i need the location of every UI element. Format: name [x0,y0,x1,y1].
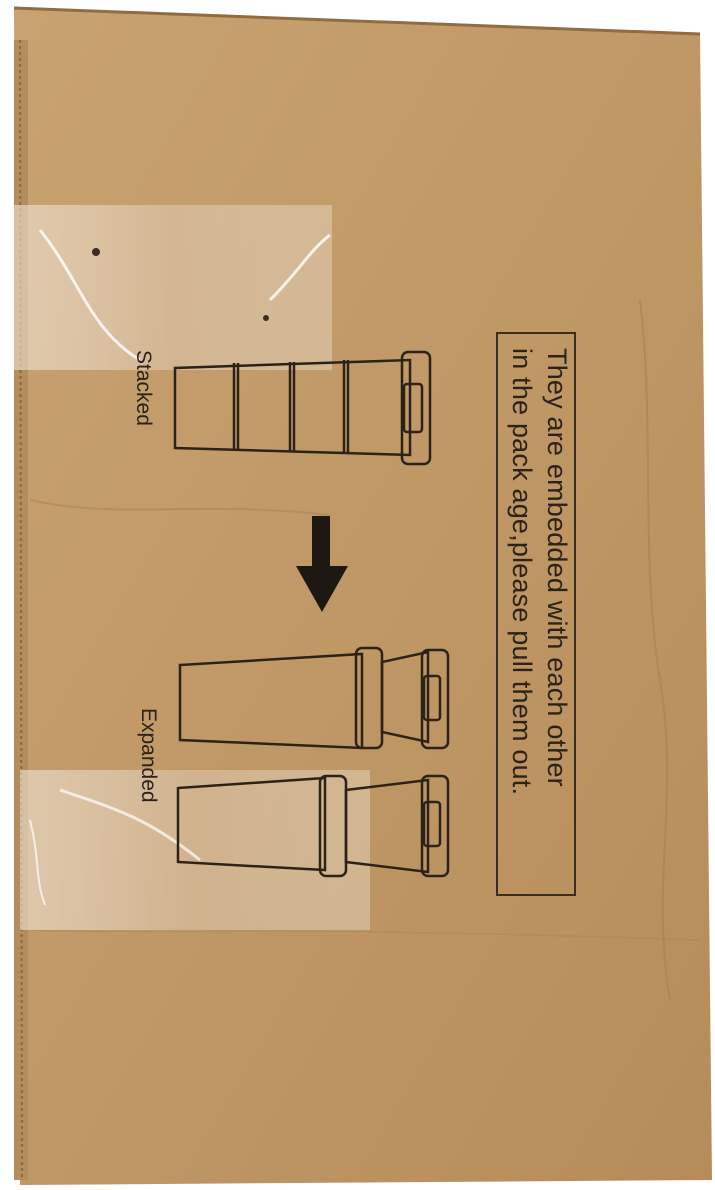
instruction-line-1: They are embedded with each other [542,348,572,787]
cardboard-box [13,6,712,1185]
stacked-cups-icon [173,350,432,466]
instruction-line-2: in the pack age,please pull them out. [507,348,537,796]
packing-tape [14,205,370,930]
down-arrow-icon [296,516,348,612]
expanded-cups-icon [176,646,450,878]
stacked-label: Stacked [132,350,155,426]
instruction-box [496,332,576,896]
expanded-label: Expanded [137,708,160,803]
